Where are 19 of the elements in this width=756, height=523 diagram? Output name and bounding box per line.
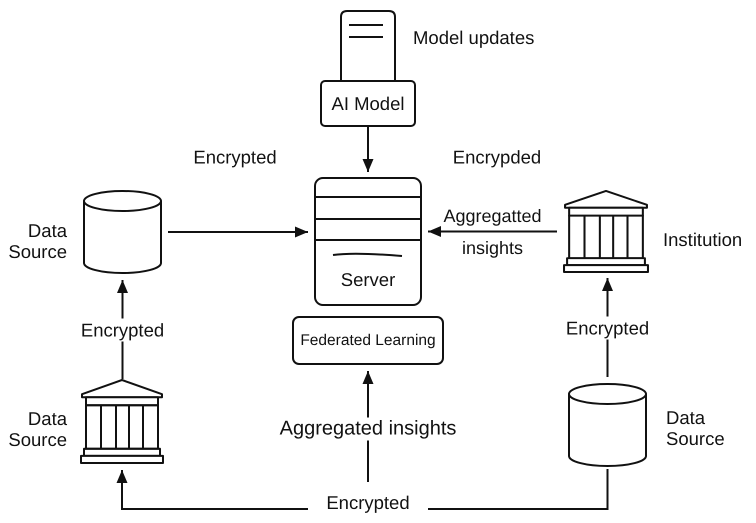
arrow — [116, 470, 308, 510]
node-label: Data Source — [666, 407, 726, 449]
arrow — [362, 127, 374, 172]
node-label: AI Model — [331, 93, 404, 114]
node-caption: Model updates — [413, 27, 534, 48]
process-box — [320, 80, 416, 127]
arrow — [168, 226, 308, 238]
node-label: Server — [340, 269, 396, 290]
node-label: Federated Learning — [300, 331, 436, 351]
connector-line — [428, 469, 608, 510]
arrow — [428, 226, 557, 237]
node-label: Data Source — [7, 220, 67, 262]
process-box — [292, 316, 444, 365]
node-label: Institution — [663, 229, 742, 250]
annotation-label: Encrypted — [193, 146, 277, 168]
node-label: Data Source — [7, 408, 67, 450]
node-label: Encrypted — [325, 492, 411, 513]
annotation-label: Encrypded — [452, 146, 542, 168]
edge-label: Aggregatted insights — [442, 204, 543, 260]
